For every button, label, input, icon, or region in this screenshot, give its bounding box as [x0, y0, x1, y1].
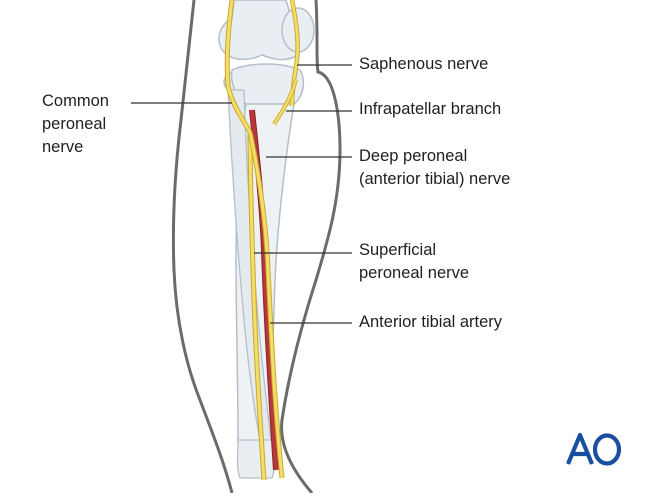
ao-logo	[566, 432, 622, 466]
ankle-bone	[236, 439, 275, 479]
label-deep-peroneal-nerve: Deep peroneal (anterior tibial) nerve	[359, 145, 510, 191]
label-line: Common	[42, 92, 109, 110]
ao-logo-o	[592, 433, 622, 466]
infrapatellar-branch-fill	[273, 79, 298, 125]
label-common-peroneal-nerve: Common peroneal nerve	[42, 90, 109, 159]
label-infrapatellar-branch: Infrapatellar branch	[359, 98, 501, 121]
label-anterior-tibial-artery: Anterior tibial artery	[359, 311, 502, 334]
leg-outline-left	[171, 0, 234, 494]
label-line: Infrapatellar branch	[359, 100, 502, 118]
leg-outline-right	[280, 0, 342, 494]
label-superficial-peroneal-nerve: Superficial peroneal nerve	[359, 239, 469, 285]
superficial-peroneal-nerve-fill	[248, 131, 266, 481]
label-line: peroneal nerve	[359, 264, 470, 282]
label-line: Saphenous nerve	[359, 55, 489, 73]
deep-peroneal-nerve-fill	[248, 131, 284, 479]
label-saphenous-nerve: Saphenous nerve	[359, 53, 488, 76]
label-line: Deep peroneal	[359, 147, 468, 165]
ao-logo-a	[566, 432, 594, 465]
label-line: (anterior tibial) nerve	[359, 170, 511, 188]
label-line: Superficial	[359, 241, 437, 259]
label-line: peroneal	[42, 115, 107, 133]
common-peroneal-nerve-fill	[225, 0, 252, 133]
label-line: Anterior tibial artery	[359, 313, 503, 331]
label-line: nerve	[42, 138, 84, 156]
